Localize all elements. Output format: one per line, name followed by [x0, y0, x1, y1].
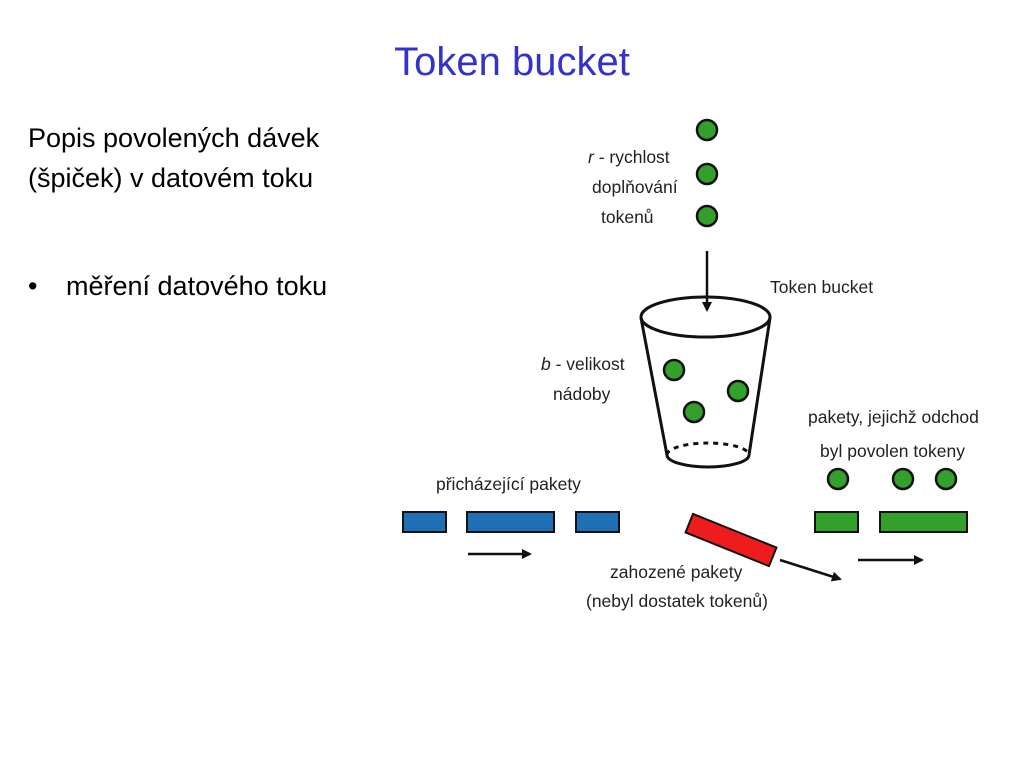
intro-line-1: Popis povolených dávek: [28, 123, 320, 153]
allowed-packet: [814, 511, 859, 533]
size-var: b: [541, 354, 551, 374]
dropped-label-line-1: zahozené pakety: [610, 562, 743, 582]
incoming-tokens: [695, 118, 719, 228]
bucket-label: Token bucket: [770, 277, 873, 297]
dropped-packet: [684, 512, 778, 568]
bullet-dot-icon: •: [28, 271, 38, 301]
token-icon: [726, 379, 750, 403]
incoming-packet: [575, 511, 620, 533]
bucket-icon: [639, 295, 772, 469]
incoming-packet: [466, 511, 555, 533]
bucket-tokens: [662, 358, 750, 424]
rate-var: r: [588, 147, 595, 167]
allowed-label-line-1: pakety, jejichž odchod: [808, 407, 979, 427]
size-label-line-2: nádoby: [553, 384, 611, 404]
spent-tokens: [826, 467, 958, 491]
rate-label-line-2: doplňování: [592, 177, 678, 197]
token-icon: [662, 358, 686, 382]
allowed-label: pakety, jejichž odchod byl povolen token…: [808, 407, 984, 461]
dropped-label-line-2: (nebyl dostatek tokenů): [586, 591, 768, 611]
token-icon: [695, 162, 719, 186]
token-icon: [891, 467, 915, 491]
allowed-packets: [814, 511, 968, 533]
token-icon: [695, 204, 719, 228]
incoming-label: přicházející pakety: [436, 474, 581, 494]
dropped-label: zahozené pakety (nebyl dostatek tokenů): [586, 562, 768, 611]
rate-label: r - rychlost doplňování tokenů: [588, 147, 683, 227]
intro-text: Popis povolených dávek (špiček) v datové…: [28, 118, 319, 198]
size-label: b - velikost nádoby: [541, 354, 630, 404]
size-label-line-1: - velikost: [551, 354, 625, 374]
dropped-arrow: [779, 558, 842, 582]
rate-label-line-3: tokenů: [601, 207, 654, 227]
incoming-packets: [402, 511, 620, 533]
allowed-packet: [879, 511, 968, 533]
rate-label-line-1: - rychlost: [594, 147, 670, 167]
bullet-text: měření datového toku: [66, 271, 328, 301]
incoming-packet: [402, 511, 447, 533]
token-icon: [934, 467, 958, 491]
allowed-label-line-2: byl povolen tokeny: [820, 441, 965, 461]
token-icon: [826, 467, 850, 491]
slide-title: Token bucket: [394, 40, 630, 84]
token-icon: [682, 400, 706, 424]
token-icon: [695, 118, 719, 142]
intro-line-2: (špiček) v datovém toku: [28, 163, 314, 193]
bullet-item: • měření datového toku: [28, 266, 327, 306]
